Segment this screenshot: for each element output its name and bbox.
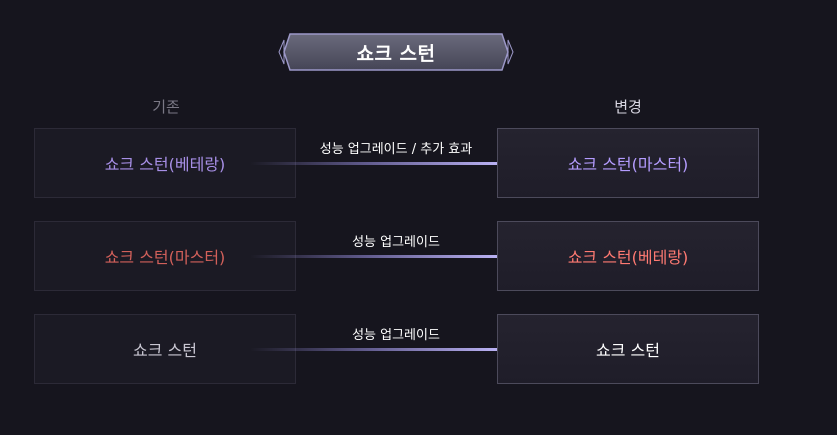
- before-skill-label: 쇼크 스턴: [133, 341, 197, 360]
- after-skill-label: 쇼크 스턴(베테랑): [567, 248, 689, 267]
- before-skill-box-3: 쇼크 스턴: [34, 314, 296, 384]
- before-skill-label: 쇼크 스턴(베테랑): [104, 155, 226, 174]
- arrow-line: [250, 255, 512, 258]
- change-description: 성능 업그레이드: [352, 328, 440, 343]
- change-description: 성능 업그레이드 / 추가 효과: [319, 142, 473, 157]
- change-arrow: [250, 156, 526, 172]
- column-label-after: 변경: [614, 98, 642, 116]
- after-skill-box-3: 쇼크 스턴: [497, 314, 759, 384]
- change-arrow: [250, 249, 526, 265]
- change-description: 성능 업그레이드: [352, 235, 440, 250]
- page-title: 쇼크 스턴: [356, 42, 436, 65]
- before-skill-label: 쇼크 스턴(마스터): [104, 248, 226, 267]
- change-arrow: [250, 342, 526, 358]
- after-skill-label: 쇼크 스턴: [596, 341, 660, 360]
- after-skill-box-2: 쇼크 스턴(베테랑): [497, 221, 759, 291]
- arrow-line: [250, 348, 512, 351]
- after-skill-box-1: 쇼크 스턴(마스터): [497, 128, 759, 198]
- after-skill-label: 쇼크 스턴(마스터): [567, 155, 689, 174]
- title-banner: 쇼크 스턴: [278, 32, 514, 72]
- before-skill-box-1: 쇼크 스턴(베테랑): [34, 128, 296, 198]
- banner-frame: [278, 33, 514, 71]
- column-label-before: 기존: [152, 98, 180, 116]
- arrow-line: [250, 162, 512, 165]
